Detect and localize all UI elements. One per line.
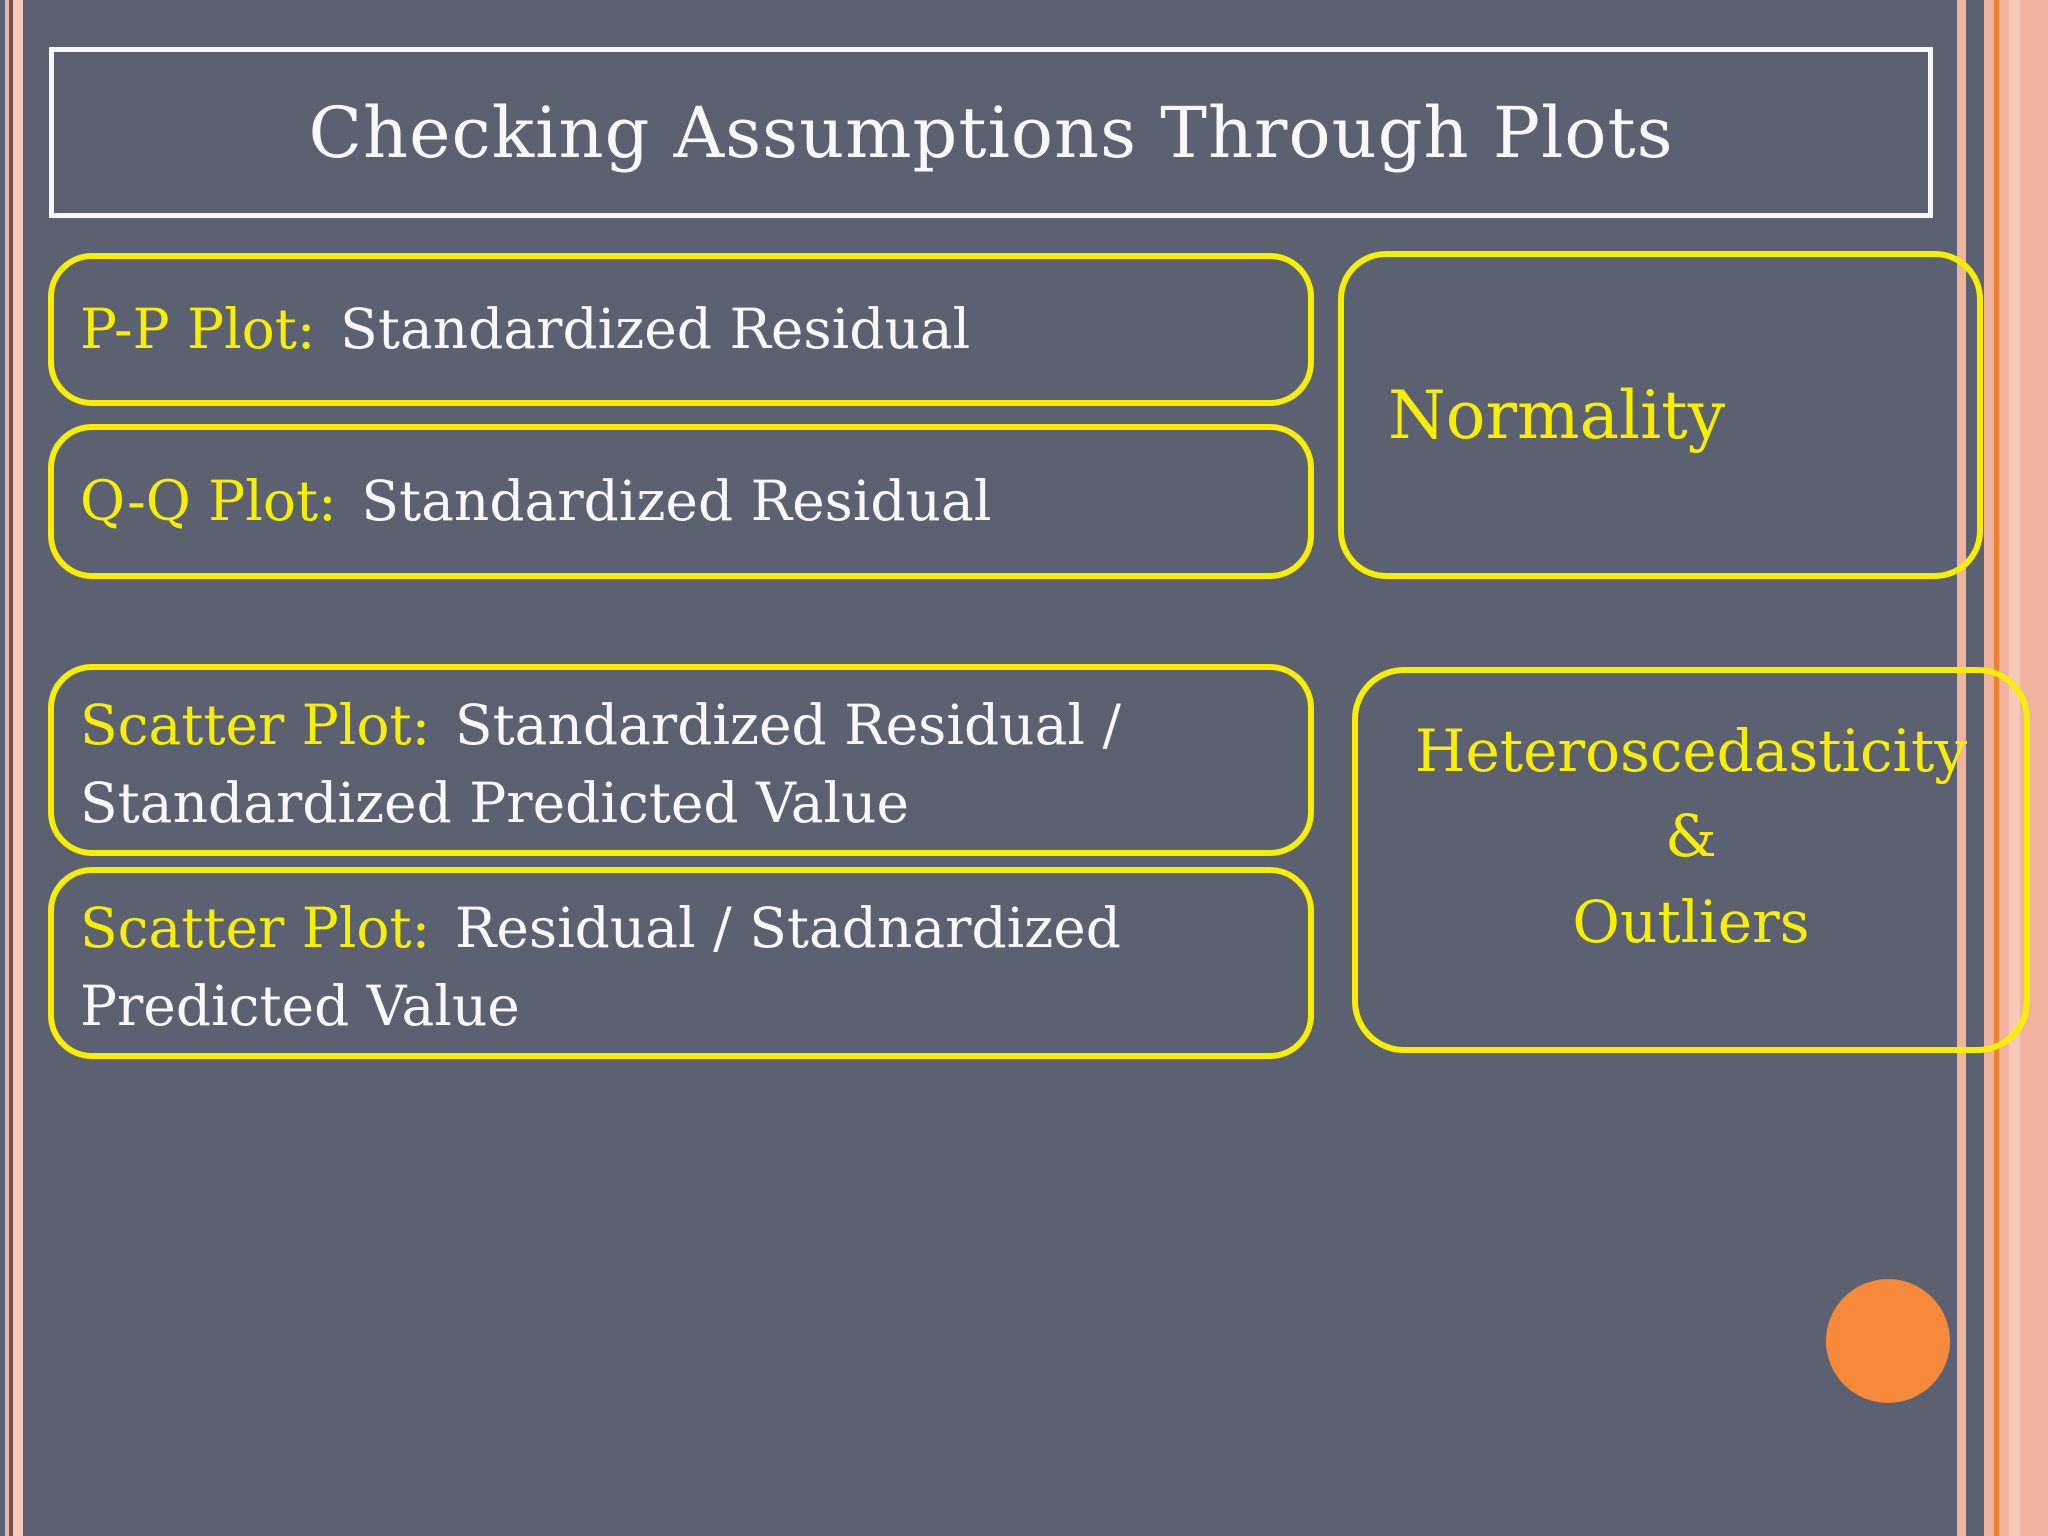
hetero-line-3: Outliers <box>1572 887 1810 956</box>
scatter-plot-1-text: Scatter Plot:Standardized Residual / Sta… <box>80 686 1282 842</box>
scatter-plot-1-label: Scatter Plot: <box>80 693 431 757</box>
normality-label: Normality <box>1388 376 1725 454</box>
orange-circle-decoration <box>1826 1279 1950 1403</box>
right-frame-orange-stripe <box>1994 0 1999 1536</box>
right-frame-thin-salmon-stripe <box>1957 0 1966 1536</box>
qq-plot-label: Q-Q Plot: <box>80 469 337 534</box>
scatter-plot-box-2: Scatter Plot:Residual / Stadnardized Pre… <box>48 867 1314 1059</box>
scatter-plot-2-text: Scatter Plot:Residual / Stadnardized Pre… <box>80 889 1282 1045</box>
left-frame-mauve-stripe <box>9 0 13 1536</box>
scatter-plot-2-description: Residual / Stadnardized Predicted Value <box>80 896 1122 1039</box>
normality-box: Normality <box>1338 251 1983 579</box>
pp-plot-label: P-P Plot: <box>80 297 316 362</box>
hetero-line-1: Heteroscedasticity <box>1414 717 1968 785</box>
scatter-plot-2-label: Scatter Plot: <box>80 896 431 960</box>
title-box: Checking Assumptions Through Plots <box>49 47 1933 218</box>
scatter-plot-1-description: Standardized Residual / Standardized Pre… <box>80 693 1122 836</box>
slide-title: Checking Assumptions Through Plots <box>308 91 1674 174</box>
hetero-line-2: & <box>1665 802 1717 871</box>
left-frame-salmon-stripe <box>5 0 9 1536</box>
right-frame-pink-stripe <box>2009 0 2020 1536</box>
scatter-plot-box-1: Scatter Plot:Standardized Residual / Sta… <box>48 664 1314 856</box>
heteroscedasticity-outliers-box: Heteroscedasticity & Outliers <box>1352 667 2030 1053</box>
pp-plot-box: P-P Plot: Standardized Residual <box>48 253 1314 406</box>
qq-plot-box: Q-Q Plot: Standardized Residual <box>48 424 1314 579</box>
pp-plot-text: P-P Plot: Standardized Residual <box>80 290 970 368</box>
left-frame-pink-stripe <box>13 0 23 1536</box>
pp-plot-description: Standardized Residual <box>340 297 971 362</box>
qq-plot-text: Q-Q Plot: Standardized Residual <box>80 462 991 540</box>
qq-plot-description: Standardized Residual <box>361 469 992 534</box>
